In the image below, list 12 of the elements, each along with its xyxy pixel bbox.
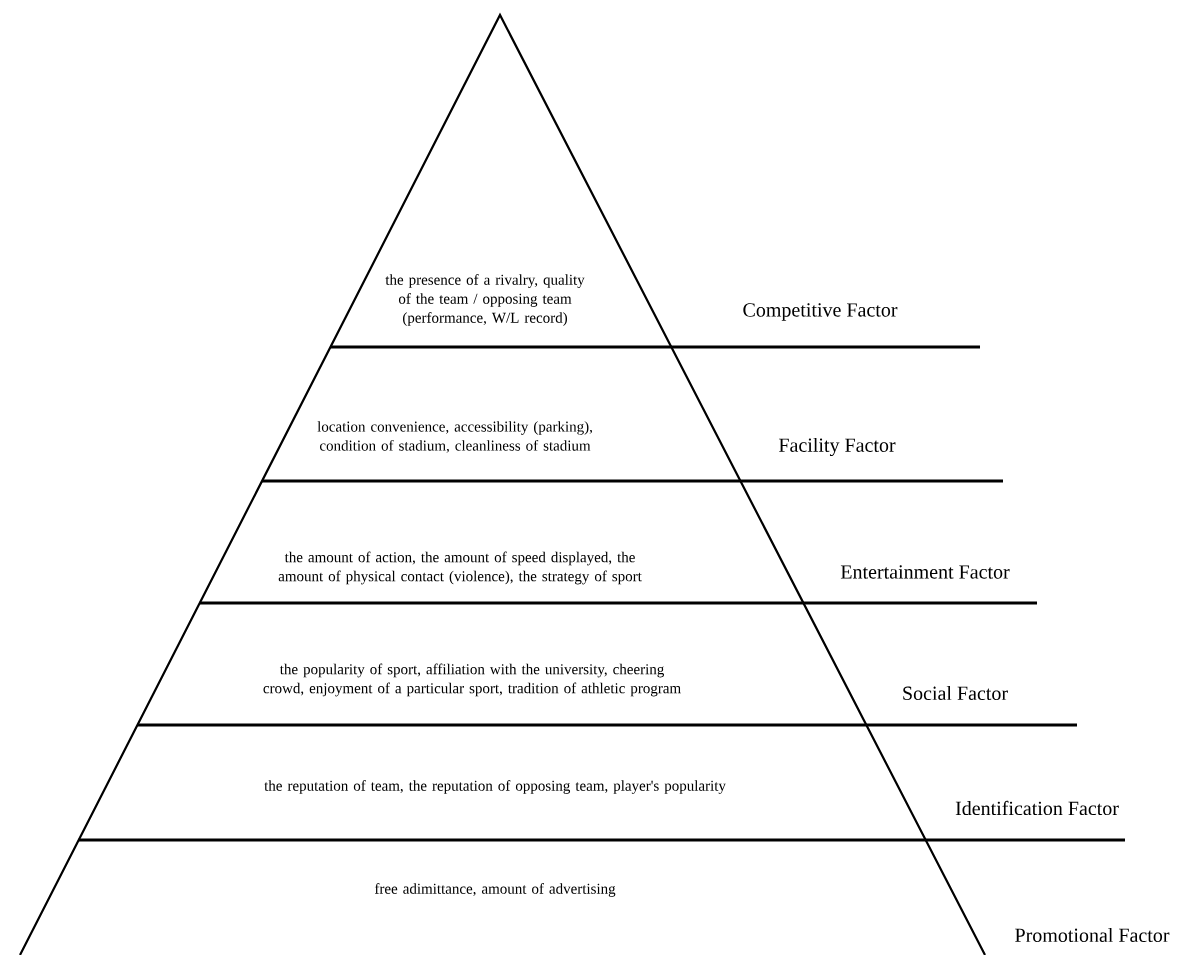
factor-label: Entertainment Factor <box>840 565 1010 579</box>
factor-label: Competitive Factor <box>743 303 898 321</box>
band-text: the reputation of team, the reputation of opposing team, player's popularity <box>264 780 726 794</box>
band-text: the amount of action, the amount of speed displayed, the amount of physical contact (violence), the strategy of sport <box>278 551 642 585</box>
factor-label: Social Factor <box>903 685 1008 700</box>
factor-label: Promotional Factor <box>1015 927 1170 942</box>
band-text: the popularity of sport, affiliation with the university, cheering crowd, enjoyment of a particular sport, tradition of athletic program <box>263 663 681 697</box>
factor-label: Identification Factor <box>955 800 1119 816</box>
band-text: free adimittance, amount of advertising <box>374 883 616 897</box>
band-text: the presence of a rivalry, quality of the team / opposing team (performance, W/L record) <box>385 274 585 326</box>
band-text: location convenience, accessibility (parking), condition of stadium, cleanliness of stadium <box>317 421 592 453</box>
factor-label: Facility Factor <box>779 437 896 457</box>
